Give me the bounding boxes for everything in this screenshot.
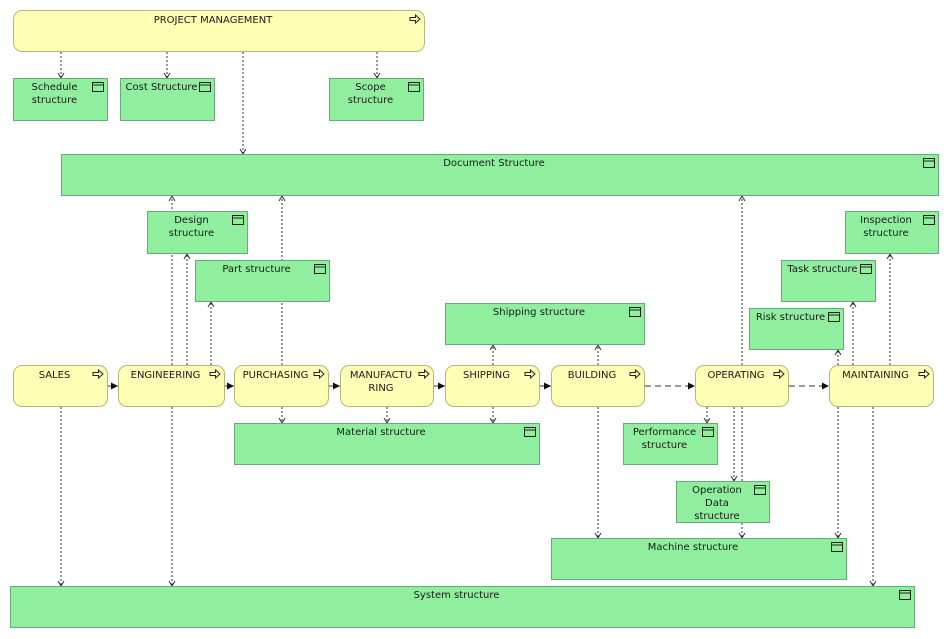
data-object-icon (860, 264, 872, 274)
box-label: System structure (413, 590, 500, 601)
process-arrow-icon (629, 369, 641, 379)
data-object-icon (314, 264, 326, 274)
box-label: Risk structure (755, 312, 826, 323)
box-label: Performance structure (632, 427, 697, 451)
process-arrow-icon (918, 369, 930, 379)
data-object-task-structure[interactable]: Task structure (781, 260, 876, 302)
box-label: PURCHASING (242, 370, 309, 381)
data-object-icon (524, 427, 536, 437)
box-label: Shipping structure (492, 307, 586, 318)
box-label: Design structure (168, 215, 215, 239)
data-object-schedule-structure[interactable]: Schedule structure (13, 78, 108, 121)
process-shipping[interactable]: SHIPPING (445, 365, 540, 407)
data-object-risk-structure[interactable]: Risk structure (749, 308, 844, 350)
box-label: Machine structure (647, 542, 739, 553)
box-label: Cost Structure (125, 82, 198, 93)
data-object-icon (408, 82, 420, 92)
box-label: SALES (38, 370, 71, 381)
data-object-shipping-structure[interactable]: Shipping structure (445, 303, 645, 345)
data-object-part-structure[interactable]: Part structure (195, 260, 330, 302)
data-object-icon (754, 485, 766, 495)
data-object-design-structure[interactable]: Design structure (147, 211, 248, 254)
data-object-icon (923, 215, 935, 225)
process-sales[interactable]: SALES (13, 365, 108, 407)
box-label: Inspection structure (860, 215, 912, 239)
data-object-cost-structure[interactable]: Cost Structure (120, 78, 215, 121)
box-label: Operation Data structure (692, 485, 742, 522)
box-label: Scope structure (347, 82, 394, 106)
data-object-operation-data-structure[interactable]: Operation Data structure (676, 481, 770, 523)
data-object-icon (199, 82, 211, 92)
box-label: MAINTAINING (842, 370, 909, 381)
box-label: OPERATING (707, 370, 765, 381)
box-label: Task structure (787, 264, 858, 275)
data-object-scope-structure[interactable]: Scope structure (329, 78, 424, 121)
process-operating[interactable]: OPERATING (695, 365, 789, 407)
process-purchasing[interactable]: PURCHASING (234, 365, 329, 407)
data-object-inspection-structure[interactable]: Inspection structure (845, 211, 939, 254)
process-arrow-icon (773, 369, 785, 379)
box-label: SHIPPING (462, 370, 511, 381)
box-label: Schedule structure (31, 82, 78, 106)
process-manufacturing[interactable]: MANUFACTU RING (340, 365, 434, 407)
process-building[interactable]: BUILDING (551, 365, 645, 407)
data-object-icon (702, 427, 714, 437)
box-label: Material structure (336, 427, 426, 438)
data-object-icon (232, 215, 244, 225)
process-arrow-icon (313, 369, 325, 379)
box-label: BUILDING (567, 370, 617, 381)
process-arrow-icon (524, 369, 536, 379)
box-label: MANUFACTU RING (349, 370, 413, 394)
process-maintaining[interactable]: MAINTAINING (829, 365, 934, 407)
process-arrow-icon (92, 369, 104, 379)
process-engineering[interactable]: ENGINEERING (118, 365, 225, 407)
data-object-icon (828, 312, 840, 322)
data-object-icon (629, 307, 641, 317)
box-label: PROJECT MANAGEMENT (153, 15, 273, 26)
process-arrow-icon (418, 369, 430, 379)
data-object-icon (923, 158, 935, 168)
data-object-document-structure[interactable]: Document Structure (61, 154, 939, 196)
data-object-system-structure[interactable]: System structure (10, 586, 915, 628)
box-label: Part structure (222, 264, 291, 275)
data-object-material-structure[interactable]: Material structure (234, 423, 540, 465)
data-object-performance-structure[interactable]: Performance structure (623, 423, 718, 465)
box-label: Document Structure (443, 158, 545, 169)
box-label: ENGINEERING (130, 370, 201, 381)
data-object-icon (831, 542, 843, 552)
process-arrow-icon (409, 14, 421, 24)
data-object-icon (899, 590, 911, 600)
data-object-icon (92, 82, 104, 92)
process-arrow-icon (209, 369, 221, 379)
data-object-machine-structure[interactable]: Machine structure (551, 538, 847, 580)
process-project-management[interactable]: PROJECT MANAGEMENT (13, 10, 425, 52)
